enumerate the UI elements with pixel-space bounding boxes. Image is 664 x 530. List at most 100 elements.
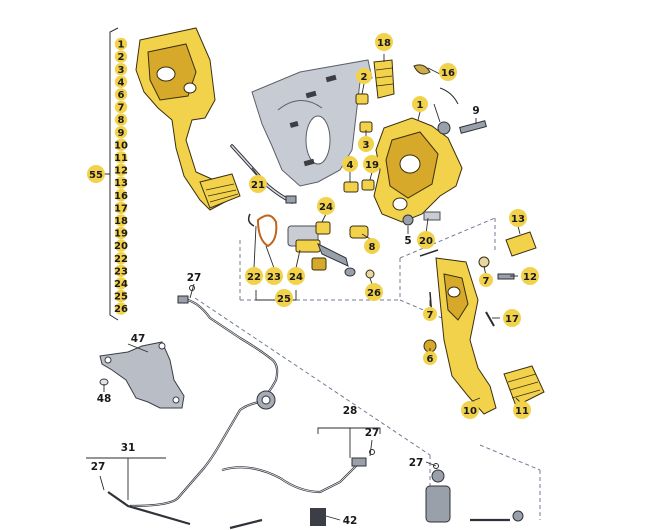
left-column-label: 13 [114, 178, 128, 189]
left-column-label: 23 [114, 266, 128, 277]
left-column-bubble [114, 113, 128, 126]
left-column-label: 1 [118, 40, 125, 51]
svg-text:21: 21 [251, 180, 265, 191]
label-47: 47 [131, 333, 146, 345]
bubble-2: 2 [356, 68, 372, 84]
left-column-bubble [114, 214, 128, 227]
bubble-labels: 18 2 16 1 3 4 19 21 24 8 20 13 22 23 24 … [245, 33, 539, 419]
left-column-bubble [114, 289, 128, 303]
label-31: 31 [121, 442, 136, 454]
bubble-7-mid: 7 [423, 307, 437, 321]
left-column-bubble [114, 126, 128, 139]
left-column-label: 26 [114, 304, 128, 315]
bubble-17: 17 [503, 309, 521, 327]
svg-text:17: 17 [505, 314, 519, 325]
svg-text:22: 22 [247, 272, 261, 283]
svg-text:10: 10 [463, 406, 477, 417]
left-column-bubble [114, 75, 128, 89]
left-column-bubble [114, 226, 128, 240]
left-column-bubble [114, 163, 128, 177]
left-column-bubble [114, 252, 128, 265]
clutch-hose-21 [230, 144, 297, 204]
svg-text:1: 1 [417, 100, 424, 111]
svg-text:20: 20 [419, 236, 433, 247]
brake-pedal-right [419, 231, 545, 415]
svg-text:7: 7 [483, 276, 490, 287]
left-column-label: 17 [114, 203, 128, 214]
svg-text:19: 19 [365, 160, 379, 171]
bubble-55: 55 [87, 165, 105, 183]
label-27-left: 27 [91, 461, 106, 473]
left-column-label: 8 [118, 115, 125, 126]
master-cylinder [247, 213, 375, 279]
svg-text:11: 11 [515, 406, 529, 417]
label-48: 48 [97, 393, 112, 405]
left-column-bubble [114, 37, 128, 51]
svg-text:24: 24 [319, 202, 333, 213]
svg-text:6: 6 [427, 354, 434, 365]
left-column-label: 12 [114, 166, 128, 177]
heat-shield-47 [99, 341, 185, 409]
label-27-right: 27 [409, 457, 424, 469]
bubble-21: 21 [249, 175, 267, 193]
left-column-bubble [114, 176, 128, 189]
plain-labels: 27 47 48 31 27 28 27 27 42 5 9 5 [91, 101, 480, 527]
left-column-bubble [114, 277, 128, 290]
left-column-label: 11 [114, 153, 128, 164]
label-27-top: 27 [187, 272, 202, 284]
svg-text:23: 23 [267, 272, 281, 283]
mounting-plate [251, 59, 373, 187]
label-9: 9 [472, 105, 479, 117]
left-column-bubble [114, 189, 128, 202]
left-column-bubble [114, 138, 128, 151]
left-column-label: 19 [114, 229, 128, 240]
svg-text:7: 7 [427, 310, 434, 321]
left-column-label: 25 [114, 292, 128, 303]
left-column-label: 10 [114, 140, 128, 151]
left-column-label: 24 [114, 279, 128, 290]
left-column-label: 18 [114, 216, 128, 227]
label-5-bottom: 5 [404, 235, 411, 247]
bubble-3: 3 [358, 136, 374, 152]
bubble-19: 19 [363, 155, 381, 173]
bubble-25: 25 [275, 289, 293, 307]
left-column-label: 7 [118, 103, 125, 114]
bubble-16: 16 [439, 63, 457, 81]
svg-text:12: 12 [523, 272, 537, 283]
label-28: 28 [343, 405, 358, 417]
svg-text:25: 25 [277, 294, 291, 305]
left-column-label: 16 [114, 191, 128, 202]
svg-text:8: 8 [369, 242, 376, 253]
bubble-24-bottom: 24 [287, 267, 305, 285]
left-column-label: 22 [114, 254, 128, 265]
bubble-26: 26 [365, 283, 383, 301]
left-column-bubble [114, 302, 128, 315]
bubble-22: 22 [245, 267, 263, 285]
svg-text:24: 24 [289, 272, 303, 283]
bubble-1-right: 1 [412, 96, 428, 112]
bubble-23: 23 [265, 267, 283, 285]
bubble-10: 10 [461, 401, 479, 419]
brake-lines [107, 295, 524, 530]
bubble-55-label: 55 [89, 170, 103, 181]
svg-text:3: 3 [363, 140, 370, 151]
clutch-pedal-left [135, 27, 241, 211]
left-column-label: 9 [118, 128, 125, 139]
left-column-bubble [114, 100, 128, 114]
bubble-18: 18 [375, 33, 393, 51]
left-column-bubble [114, 264, 128, 277]
bubble-11: 11 [513, 401, 531, 419]
svg-text:2: 2 [361, 72, 368, 83]
bubble-13: 13 [509, 209, 527, 227]
left-column-label: 20 [114, 241, 128, 252]
left-column-label: 6 [118, 90, 125, 101]
bubble-4: 4 [342, 156, 358, 172]
pedal-bracket-right [373, 117, 487, 226]
svg-text:26: 26 [367, 288, 381, 299]
left-column-label: 2 [118, 52, 125, 63]
label-42: 42 [343, 515, 358, 527]
bubble-7-top: 7 [479, 273, 493, 287]
